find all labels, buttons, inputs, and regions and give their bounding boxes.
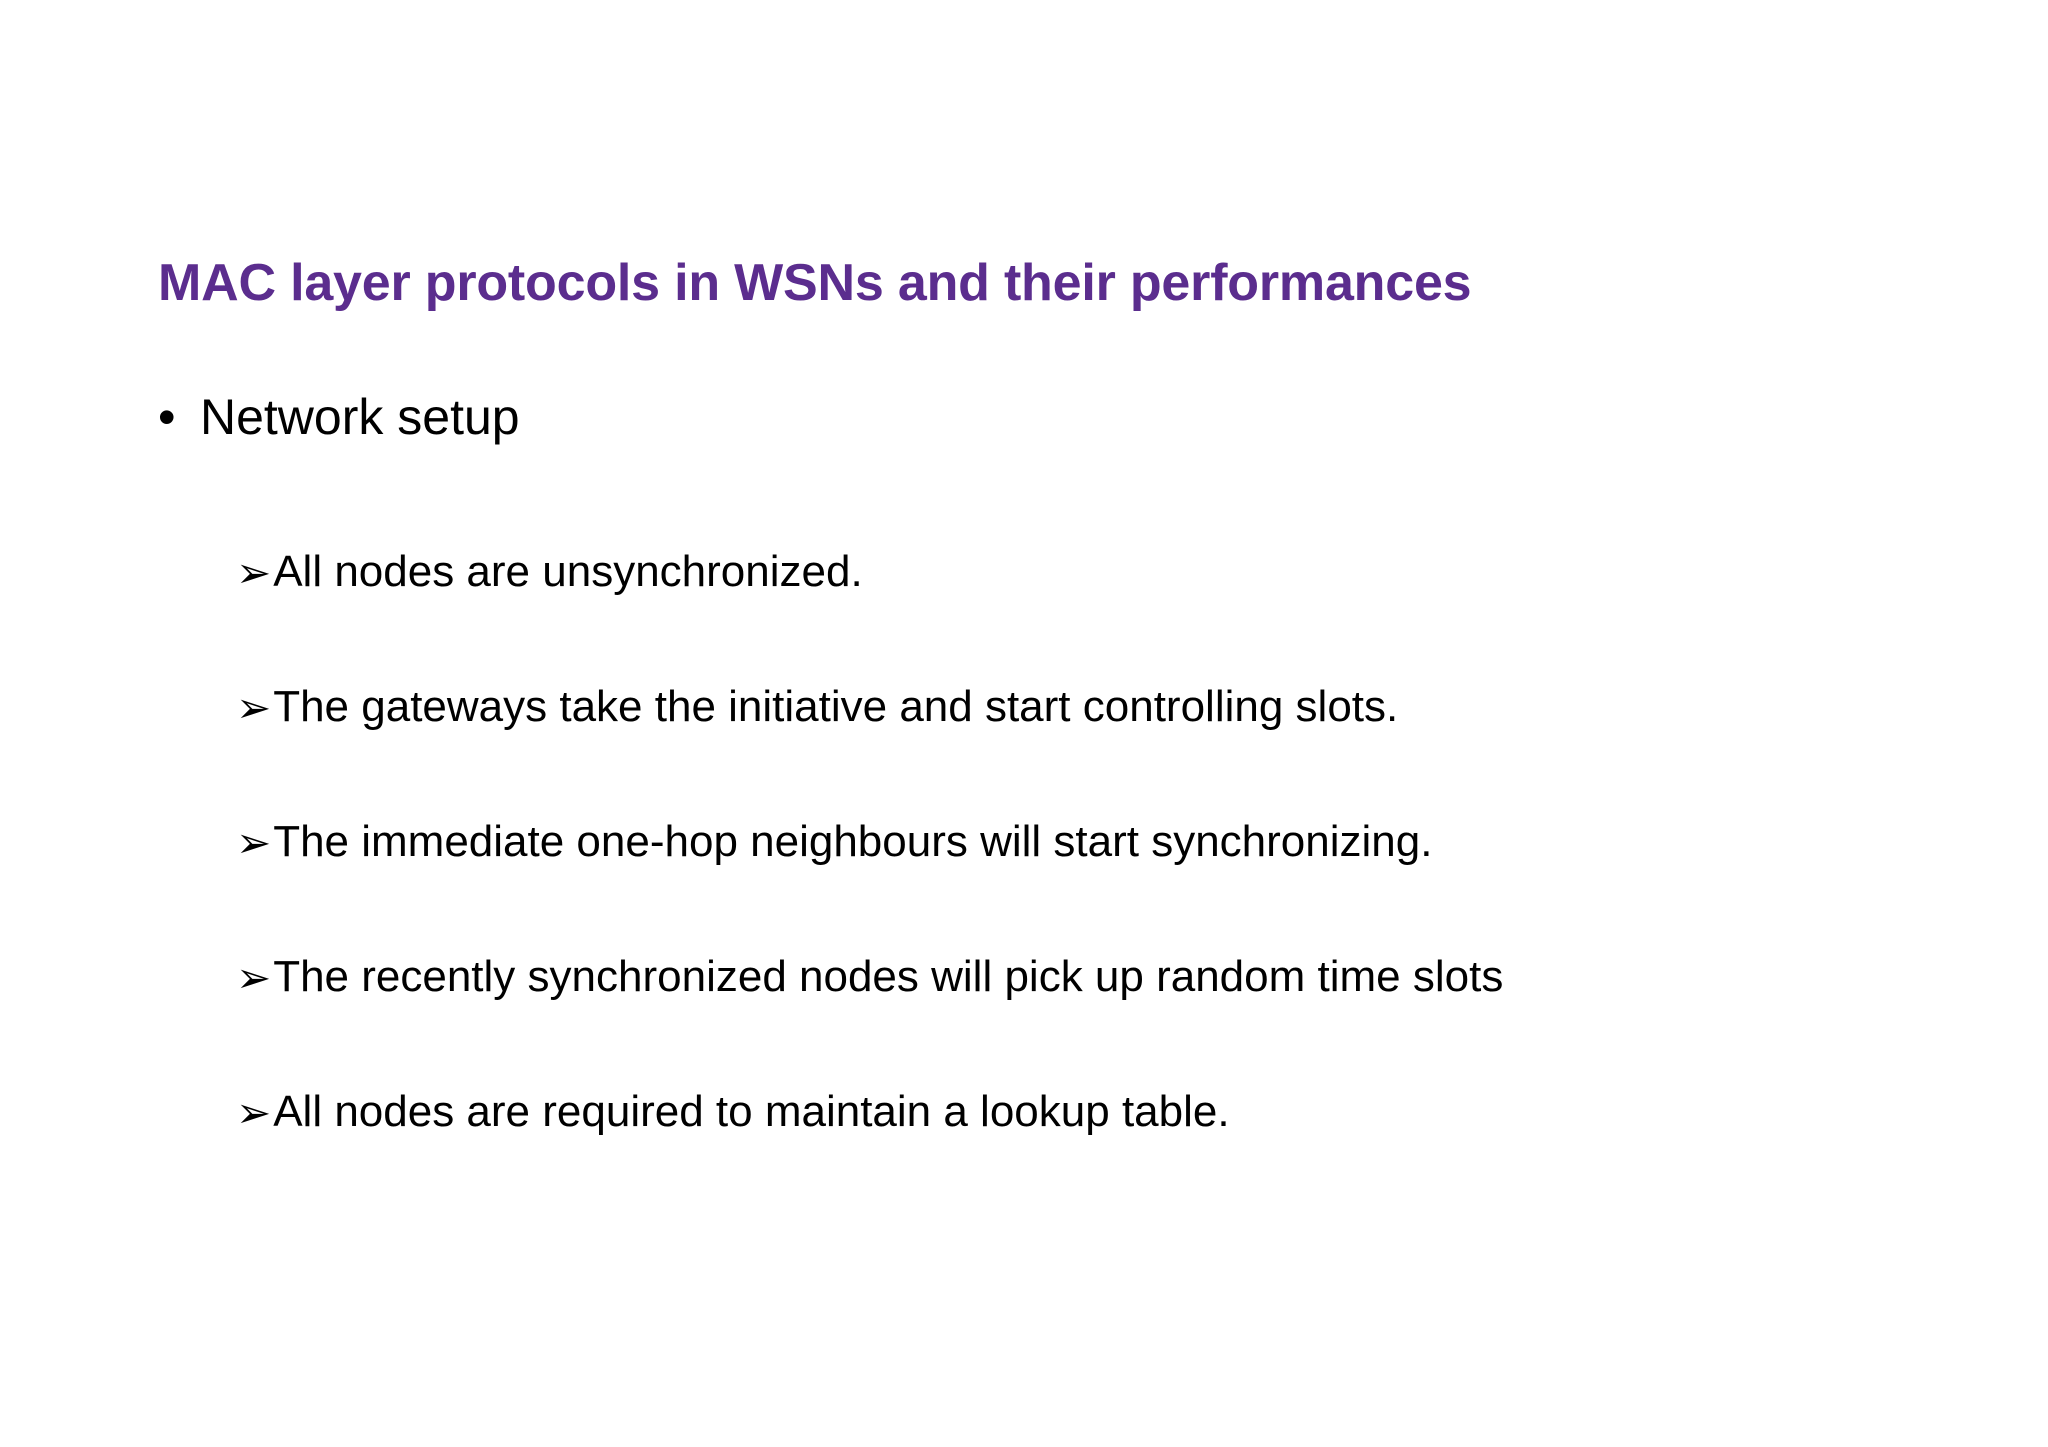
list-item: ➢ The immediate one-hop neighbours will … bbox=[236, 817, 1936, 952]
bullet-dot-icon: • bbox=[158, 389, 176, 445]
page-title: MAC layer protocols in WSNs and their pe… bbox=[158, 253, 1472, 312]
list-item: ➢ All nodes are unsynchronized. bbox=[236, 547, 1936, 682]
sub-bullet-list: ➢ All nodes are unsynchronized. ➢ The ga… bbox=[236, 547, 1936, 1222]
arrowhead-icon: ➢ bbox=[236, 684, 272, 731]
list-item-label: The recently synchronized nodes will pic… bbox=[273, 952, 1504, 1001]
bullet-item-label: Network setup bbox=[200, 389, 520, 445]
list-item-label: All nodes are unsynchronized. bbox=[273, 547, 863, 596]
bullet-item-network-setup: • Network setup bbox=[158, 388, 520, 447]
list-item-label: The gateways take the initiative and sta… bbox=[273, 682, 1399, 731]
arrowhead-icon: ➢ bbox=[236, 549, 272, 596]
arrowhead-icon: ➢ bbox=[236, 819, 272, 866]
arrowhead-icon: ➢ bbox=[236, 1089, 272, 1136]
list-item: ➢ All nodes are required to maintain a l… bbox=[236, 1087, 1936, 1222]
list-item: ➢ The recently synchronized nodes will p… bbox=[236, 952, 1936, 1087]
arrowhead-icon: ➢ bbox=[236, 954, 272, 1001]
list-item-label: All nodes are required to maintain a loo… bbox=[273, 1087, 1230, 1136]
list-item: ➢ The gateways take the initiative and s… bbox=[236, 682, 1936, 817]
list-item-label: The immediate one-hop neighbours will st… bbox=[273, 817, 1433, 866]
